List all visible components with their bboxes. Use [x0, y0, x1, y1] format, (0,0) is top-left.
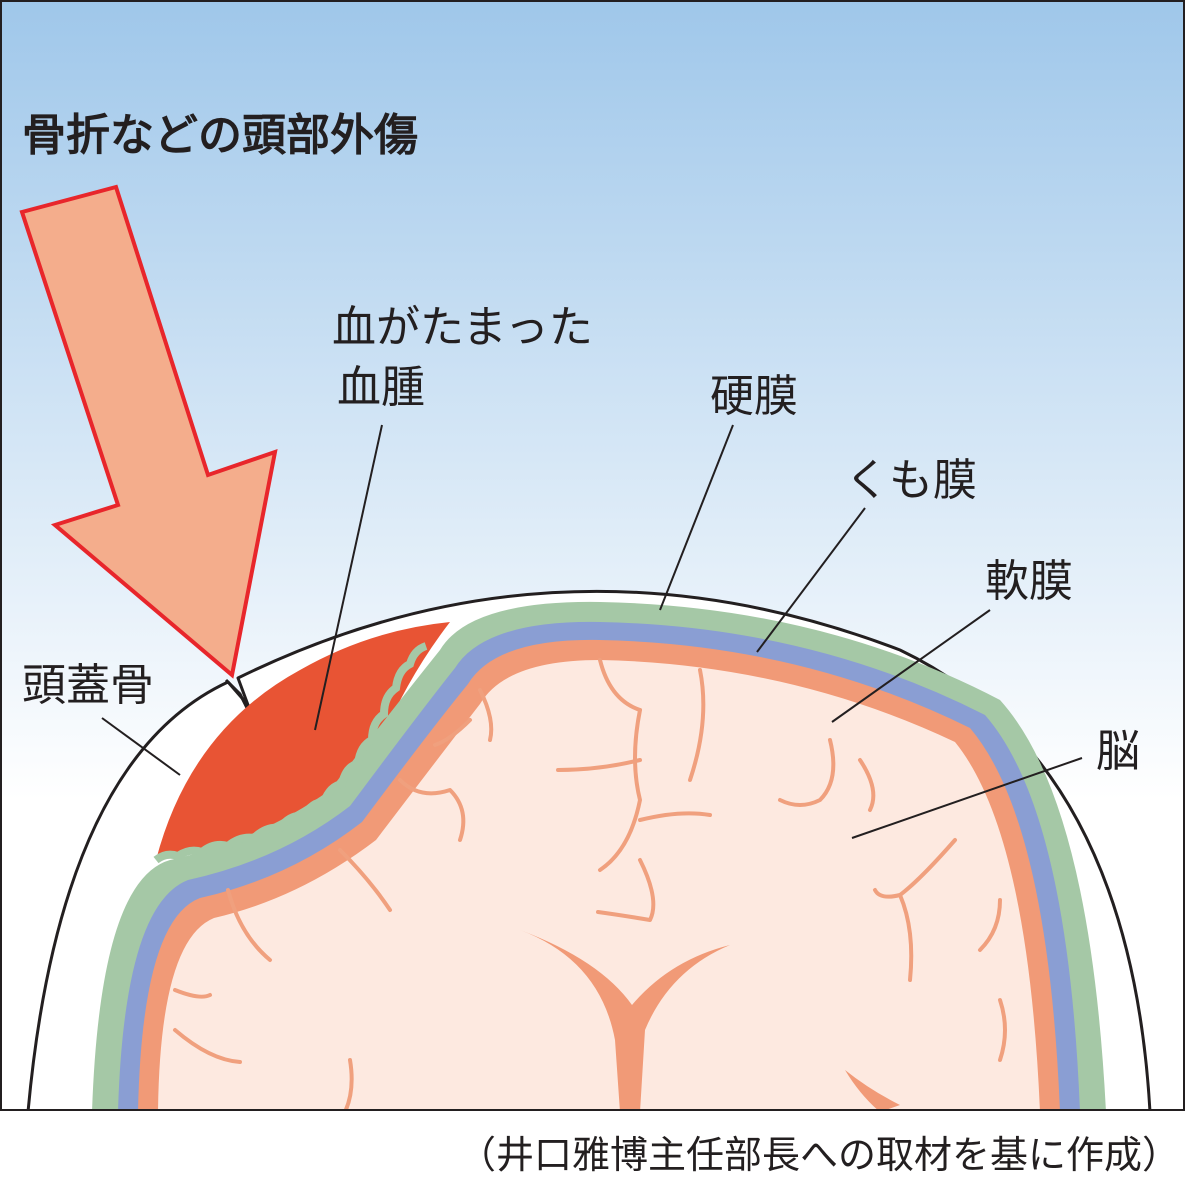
label-hematoma-line1: 血がたまった	[332, 302, 593, 353]
label-hematoma-line2: 血腫	[337, 362, 425, 413]
leader-pia	[831, 609, 991, 723]
leader-skull	[101, 717, 181, 776]
leader-dura	[659, 424, 734, 611]
skull-fracture	[224, 678, 250, 711]
label-skull: 頭蓋骨	[22, 660, 154, 711]
label-arachnoid: くも膜	[845, 455, 977, 506]
label-pia: 軟膜	[985, 556, 1073, 607]
brain-folds	[173, 658, 1007, 1110]
source-caption: （井口雅博主任部長への取材を基に作成）	[458, 1133, 1180, 1177]
label-brain: 脳	[1096, 726, 1140, 777]
brain-sulcus-lower	[845, 1070, 900, 1110]
leader-arachnoid	[756, 507, 866, 653]
diagram-title: 骨折などの頭部外傷	[22, 110, 418, 161]
label-dura: 硬膜	[710, 371, 798, 422]
hematoma-shape	[156, 622, 450, 860]
impact-arrow	[19, 184, 278, 679]
leader-brain	[851, 757, 1083, 839]
dura-wavy-edge	[153, 642, 428, 864]
leader-lines	[101, 424, 1083, 839]
brain-tissue	[158, 660, 1040, 1110]
leader-hematoma	[314, 424, 383, 731]
illustration-frame	[0, 0, 1185, 1111]
brain-fissure	[520, 930, 730, 1110]
